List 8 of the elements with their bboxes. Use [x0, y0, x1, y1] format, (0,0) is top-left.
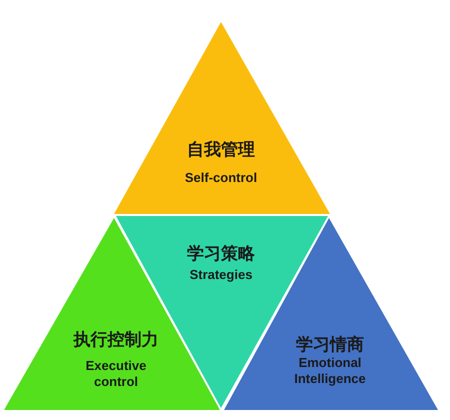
segment-subtitle: Self-control: [184, 170, 258, 186]
segment-subtitle: Strategies: [188, 267, 254, 284]
segment-title: 学习情商: [295, 335, 365, 356]
segment-title: 自我管理: [186, 140, 256, 162]
segment-subtitle: Emotional Intelligence: [293, 355, 367, 388]
segment-title: 执行控制力: [72, 330, 160, 352]
segment-subtitle: Executive control: [84, 358, 148, 390]
segment-title: 学习策略: [186, 244, 256, 266]
